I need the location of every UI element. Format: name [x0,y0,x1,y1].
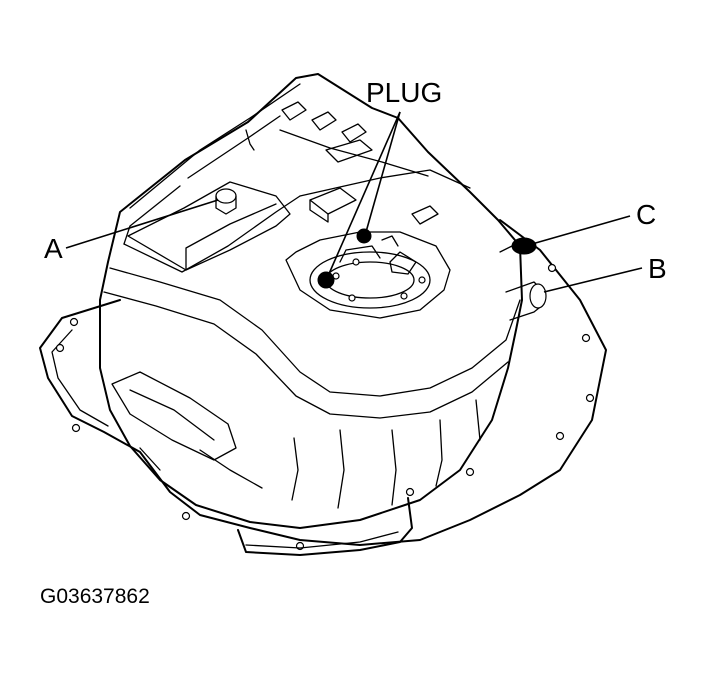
callout-plug-label: PLUG [366,77,442,108]
port-b [505,281,547,321]
port-c-plug [499,237,537,255]
fuel-tank-body [99,73,523,529]
callout-a-label: A [44,233,63,264]
callout-b-label: B [648,253,667,284]
callout-c-label: C [636,199,656,230]
pump-plugs [317,228,372,289]
figure-id: G03637862 [40,585,150,608]
tank-bottom-stand [237,497,413,556]
mounting-flange [39,219,607,551]
leader-lines [65,111,643,293]
port-a [215,188,237,215]
